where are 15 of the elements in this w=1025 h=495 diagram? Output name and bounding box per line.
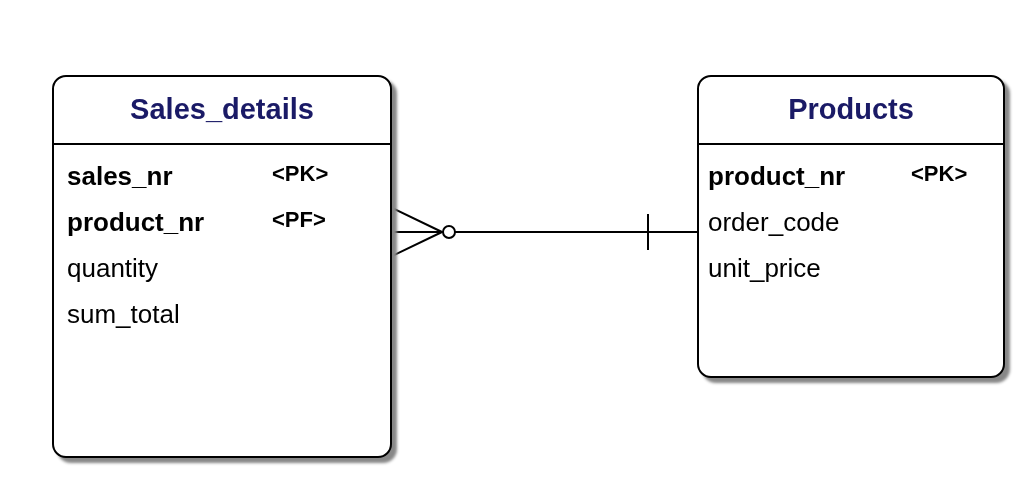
attribute-name: unit_price <box>708 253 821 284</box>
key-tag: <PK> <box>272 161 329 187</box>
entity-box <box>52 75 392 458</box>
relationship-line <box>391 207 698 257</box>
attribute-name: sum_total <box>67 299 180 330</box>
attribute-name: order_code <box>708 207 840 238</box>
key-tag: <PK> <box>911 161 968 187</box>
entity-title: Sales_details <box>130 93 314 126</box>
attribute-name: product_nr <box>708 161 846 192</box>
attribute-name: quantity <box>67 253 159 284</box>
key-tag: <PF> <box>272 207 326 233</box>
entity-box <box>697 75 1005 378</box>
attribute-name: sales_nr <box>67 161 173 192</box>
entity-title: Products <box>788 93 914 126</box>
attribute-name: product_nr <box>67 207 205 238</box>
